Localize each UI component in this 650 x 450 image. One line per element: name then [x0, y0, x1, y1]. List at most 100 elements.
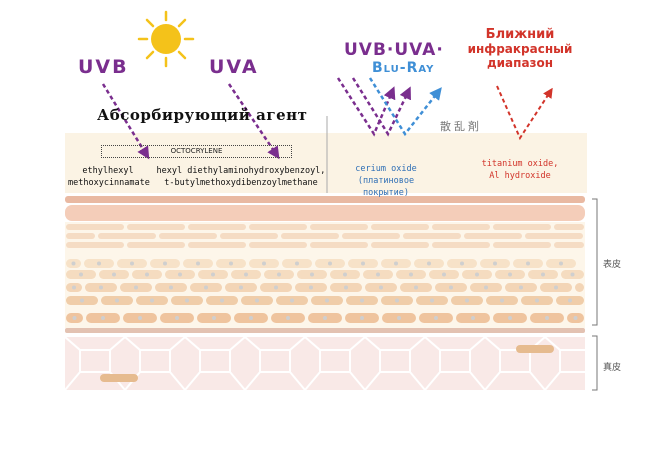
- cell-nucleus: [573, 316, 578, 320]
- uvb-scattered-ray: [336, 77, 396, 137]
- cell-nucleus: [196, 261, 200, 266]
- cell-nucleus: [244, 272, 248, 277]
- nir-line: инфракрасный: [467, 42, 573, 56]
- cell-nucleus: [325, 298, 329, 303]
- ingredient-line: t-butylmethoxydibenzoylmethane: [164, 178, 318, 188]
- blue-light-scattered-ray: [368, 77, 442, 137]
- cell-nucleus: [541, 272, 545, 277]
- cell-nucleus: [535, 298, 539, 303]
- cell-nucleus: [175, 316, 179, 320]
- cell-nucleus: [277, 272, 281, 277]
- basement-membrane: [65, 328, 585, 333]
- cell-nucleus: [397, 316, 401, 320]
- epidermis-cell: [525, 233, 583, 239]
- cell-nucleus: [449, 285, 453, 290]
- cell-nucleus: [99, 285, 103, 290]
- cell-nucleus: [471, 316, 475, 320]
- epidermis-cell: [432, 224, 490, 230]
- epidermis-cell: [493, 224, 551, 230]
- ingredient-hexyl-diethylamino: hexyl diethylaminohydroxybenzoyl, t-buty…: [154, 165, 328, 189]
- cell-nucleus: [262, 261, 266, 266]
- cell-nucleus: [130, 261, 134, 266]
- cell-nucleus: [519, 285, 523, 290]
- epidermis-cell: [310, 224, 368, 230]
- cell-nucleus: [442, 272, 446, 277]
- dermis-bracket: [592, 335, 598, 391]
- epidermis-cell: [159, 233, 217, 239]
- cell-nucleus: [220, 298, 224, 303]
- ingredient-ethylhexyl-methoxycinnamate: ethylhexyl methoxycinnamate: [68, 165, 150, 189]
- dermis-fiber-pattern: [64, 336, 606, 391]
- cell-nucleus: [460, 261, 464, 266]
- epidermis-cell: [403, 233, 461, 239]
- cell-nucleus: [72, 285, 76, 290]
- cell-nucleus: [360, 316, 364, 320]
- epidermis-cell: [371, 224, 429, 230]
- ingredient-line: methoxycinnamate: [68, 178, 150, 188]
- cell-nucleus: [134, 285, 138, 290]
- cell-nucleus: [290, 298, 294, 303]
- cell-nucleus: [239, 285, 243, 290]
- nir-label: Ближний инфракрасный диапазон: [464, 28, 576, 71]
- uvb-label: UVB: [78, 56, 129, 78]
- cell-nucleus: [145, 272, 149, 277]
- dermis-background: [65, 337, 585, 390]
- cell-nucleus: [163, 261, 167, 266]
- cell-nucleus: [500, 298, 504, 303]
- cell-nucleus: [211, 272, 215, 277]
- epidermis-cell: [127, 242, 185, 248]
- uva-scattered-ray: [351, 77, 411, 137]
- cell-nucleus: [475, 272, 479, 277]
- cell-nucleus: [115, 298, 119, 303]
- epidermis-cell: [310, 242, 368, 248]
- dermis-fibers: [64, 336, 606, 391]
- cell-nucleus: [178, 272, 182, 277]
- cerium-line: (платиновое покрытие): [357, 176, 415, 198]
- cell-nucleus: [309, 285, 313, 290]
- cell-nucleus: [310, 272, 314, 277]
- epidermis-cell: [493, 242, 551, 248]
- dermis-fibroblast: [516, 345, 554, 353]
- cell-nucleus: [249, 316, 253, 320]
- cell-nucleus: [97, 261, 101, 266]
- epidermis-cell: [554, 224, 584, 230]
- epidermis-cell: [249, 224, 307, 230]
- cell-nucleus: [150, 298, 154, 303]
- cell-nucleus: [554, 285, 558, 290]
- cell-nucleus: [493, 261, 497, 266]
- epidermis-cell: [432, 242, 490, 248]
- octocrylene-label: OCTOCRYLENE: [170, 147, 223, 155]
- titanium-oxide-label: titanium oxide, Al hydroxide: [468, 158, 572, 182]
- scatter-rays-label: UVB·UVA·: [344, 40, 444, 60]
- dermis-label: 真皮: [603, 363, 622, 373]
- epidermis-cell: [281, 233, 339, 239]
- cell-nucleus: [80, 298, 84, 303]
- cell-nucleus: [72, 316, 77, 320]
- cell-nucleus: [71, 261, 76, 266]
- cell-nucleus: [545, 316, 549, 320]
- epidermis-cell: [188, 242, 246, 248]
- epidermis-cell: [66, 242, 124, 248]
- tio2-line: Al hydroxide: [489, 171, 551, 181]
- cell-nucleus: [212, 316, 216, 320]
- octocrylene-box: OCTOCRYLENE: [101, 145, 292, 158]
- cell-nucleus: [414, 285, 418, 290]
- cell-nucleus: [344, 285, 348, 290]
- cell-nucleus: [138, 316, 142, 320]
- cell-nucleus: [274, 285, 278, 290]
- cell-nucleus: [559, 261, 563, 266]
- stratum-corneum-band-2: [65, 205, 585, 221]
- epidermis-cell: [188, 224, 246, 230]
- cell-nucleus: [570, 272, 575, 277]
- cell-nucleus: [169, 285, 173, 290]
- cell-nucleus: [484, 285, 488, 290]
- epidermis-cell: [66, 224, 124, 230]
- cell-nucleus: [508, 272, 512, 277]
- cell-nucleus: [295, 261, 299, 266]
- epidermis-cell: [66, 233, 95, 239]
- cell-nucleus: [229, 261, 233, 266]
- cell-nucleus: [568, 298, 572, 303]
- epidermis-cell: [342, 233, 400, 239]
